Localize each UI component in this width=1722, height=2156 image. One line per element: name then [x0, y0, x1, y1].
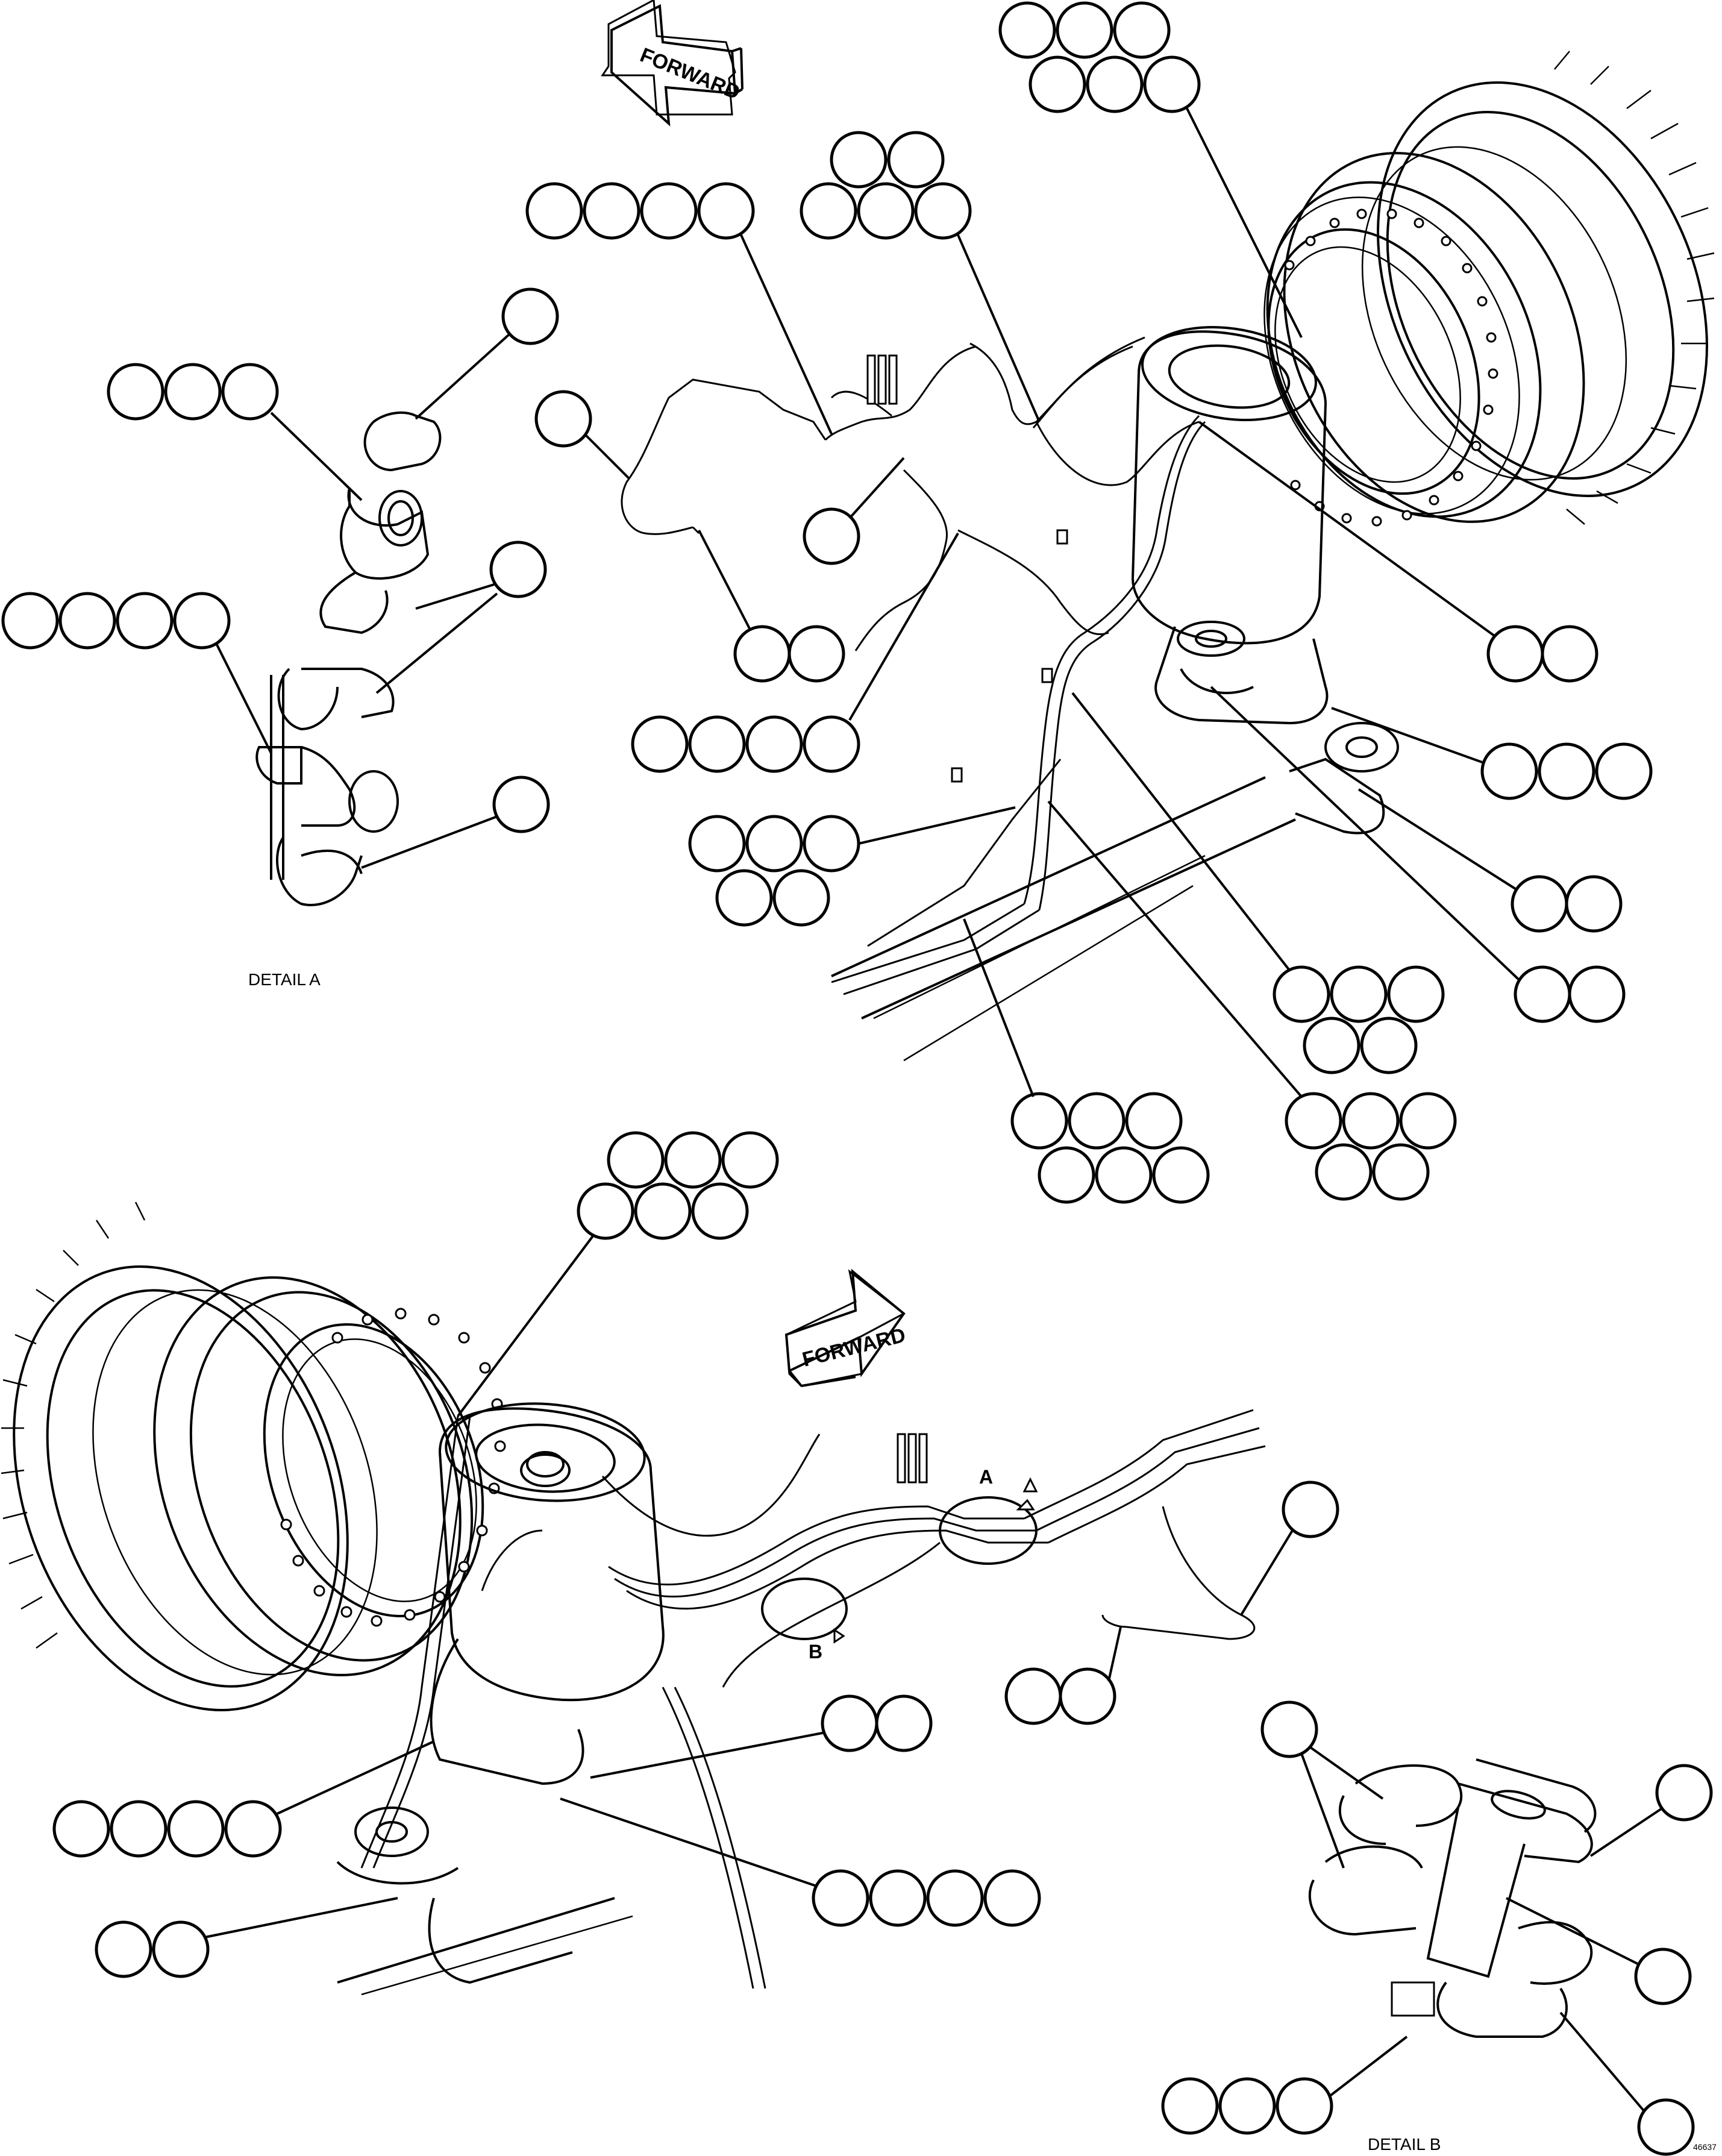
gear-teeth-bottom	[1, 1202, 146, 1649]
view-b-label: B	[809, 1641, 822, 1662]
callouts-top	[525, 1, 1653, 1204]
view-a-label: A	[979, 1466, 993, 1488]
forward-arrow-top: FORWARD	[601, 0, 744, 127]
bolt-ring-bottom	[280, 1308, 506, 1627]
detail-a-label: DETAIL A	[248, 970, 321, 989]
bottom-hub-assembly: A B	[1, 1202, 1266, 1996]
gear-teeth-top	[1554, 51, 1715, 525]
sheet-code: 46637	[1693, 2142, 1717, 2152]
top-hub-assembly	[621, 51, 1715, 1062]
detail-b-label: DETAIL B	[1368, 2135, 1441, 2154]
detail-b: DETAIL B 46637	[1161, 1700, 1717, 2156]
bolt-ring-top	[1284, 208, 1498, 527]
detail-a: DETAIL A	[1, 287, 559, 989]
forward-arrow-bottom: FORWARD	[784, 1268, 908, 1387]
callouts-bottom	[52, 1131, 1339, 1978]
